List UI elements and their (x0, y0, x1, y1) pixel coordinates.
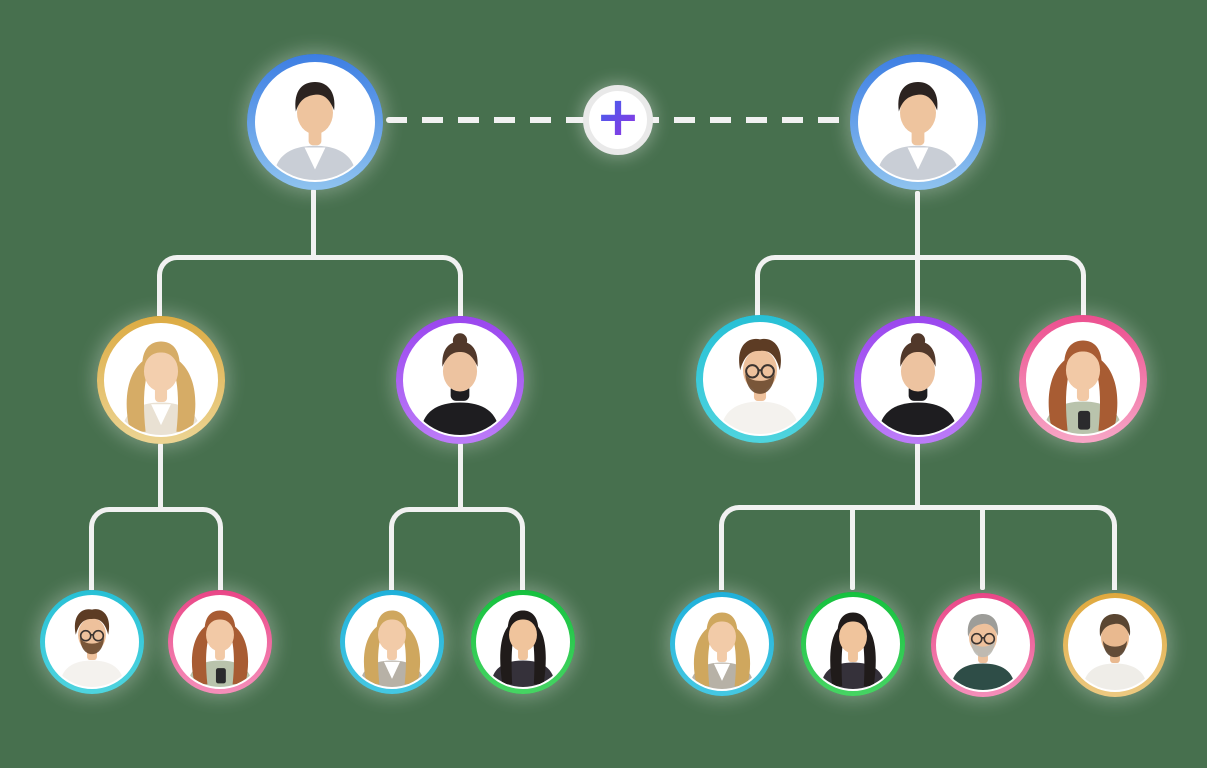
avatar-grandchild-right-3[interactable] (931, 593, 1035, 697)
avatar-child-right-1[interactable] (696, 315, 824, 443)
person-bust-illustration (876, 81, 960, 180)
person-bust-illustration (821, 612, 885, 689)
avatar-grandchild-left-1[interactable] (40, 590, 144, 694)
portrait-photo (345, 595, 439, 689)
person-bust-illustration (690, 612, 754, 689)
person-bust-illustration (720, 338, 800, 434)
avatar-child-right-2[interactable] (854, 316, 982, 444)
portrait-photo (806, 597, 900, 691)
portrait-photo (45, 595, 139, 689)
connector-bracket-left-children (157, 255, 463, 316)
add-partner-button[interactable]: + (583, 85, 653, 155)
avatar-grandchild-left-2[interactable] (168, 590, 272, 694)
connector-stem-child-left-1 (158, 443, 163, 511)
portrait-photo (255, 62, 375, 182)
avatar-child-left-2[interactable] (396, 316, 524, 444)
person-bust-illustration (121, 341, 201, 435)
connector-stem-parent-left (311, 189, 316, 259)
connector-bracket-right-grandchildren (719, 505, 1117, 590)
connector-stem-parent-right (915, 191, 920, 317)
avatar-child-left-1[interactable] (97, 316, 225, 444)
avatar-parent-right[interactable] (850, 54, 986, 190)
connector-stem-child-left-2 (458, 443, 463, 511)
portrait-photo (1068, 598, 1162, 692)
plus-icon: + (595, 85, 641, 148)
portrait-photo (675, 597, 769, 691)
connector-bracket-left-grandchildren-b (389, 507, 525, 590)
person-bust-illustration (60, 609, 124, 687)
portrait-photo (476, 595, 570, 689)
avatar-grandchild-left-4[interactable] (471, 590, 575, 694)
connector-drop-grandchild-right-2 (850, 508, 855, 590)
avatar-child-right-3[interactable] (1019, 315, 1147, 443)
person-bust-illustration (188, 610, 252, 687)
portrait-photo (1026, 322, 1140, 436)
connector-drop-grandchild-right-3 (980, 508, 985, 590)
person-bust-illustration (360, 610, 424, 687)
avatar-grandchild-right-2[interactable] (801, 592, 905, 696)
connector-stem-child-right-2 (915, 443, 920, 509)
portrait-photo (858, 62, 978, 182)
avatar-grandchild-right-4[interactable] (1063, 593, 1167, 697)
person-bust-illustration (273, 81, 357, 180)
person-bust-illustration (420, 333, 500, 435)
person-bust-illustration (1043, 340, 1123, 434)
connector-bracket-left-grandchildren-a (89, 507, 223, 590)
portrait-photo (703, 322, 817, 436)
portrait-photo (403, 323, 517, 437)
person-bust-illustration (878, 333, 958, 435)
avatar-grandchild-right-1[interactable] (670, 592, 774, 696)
portrait-photo (104, 323, 218, 437)
portrait-photo (861, 323, 975, 437)
avatar-grandchild-left-3[interactable] (340, 590, 444, 694)
portrait-photo (936, 598, 1030, 692)
person-bust-illustration (1083, 613, 1147, 690)
connector-bracket-right-children (755, 255, 1086, 316)
avatar-parent-left[interactable] (247, 54, 383, 190)
portrait-photo (173, 595, 267, 689)
person-bust-illustration (491, 610, 555, 687)
person-bust-illustration (951, 613, 1015, 690)
